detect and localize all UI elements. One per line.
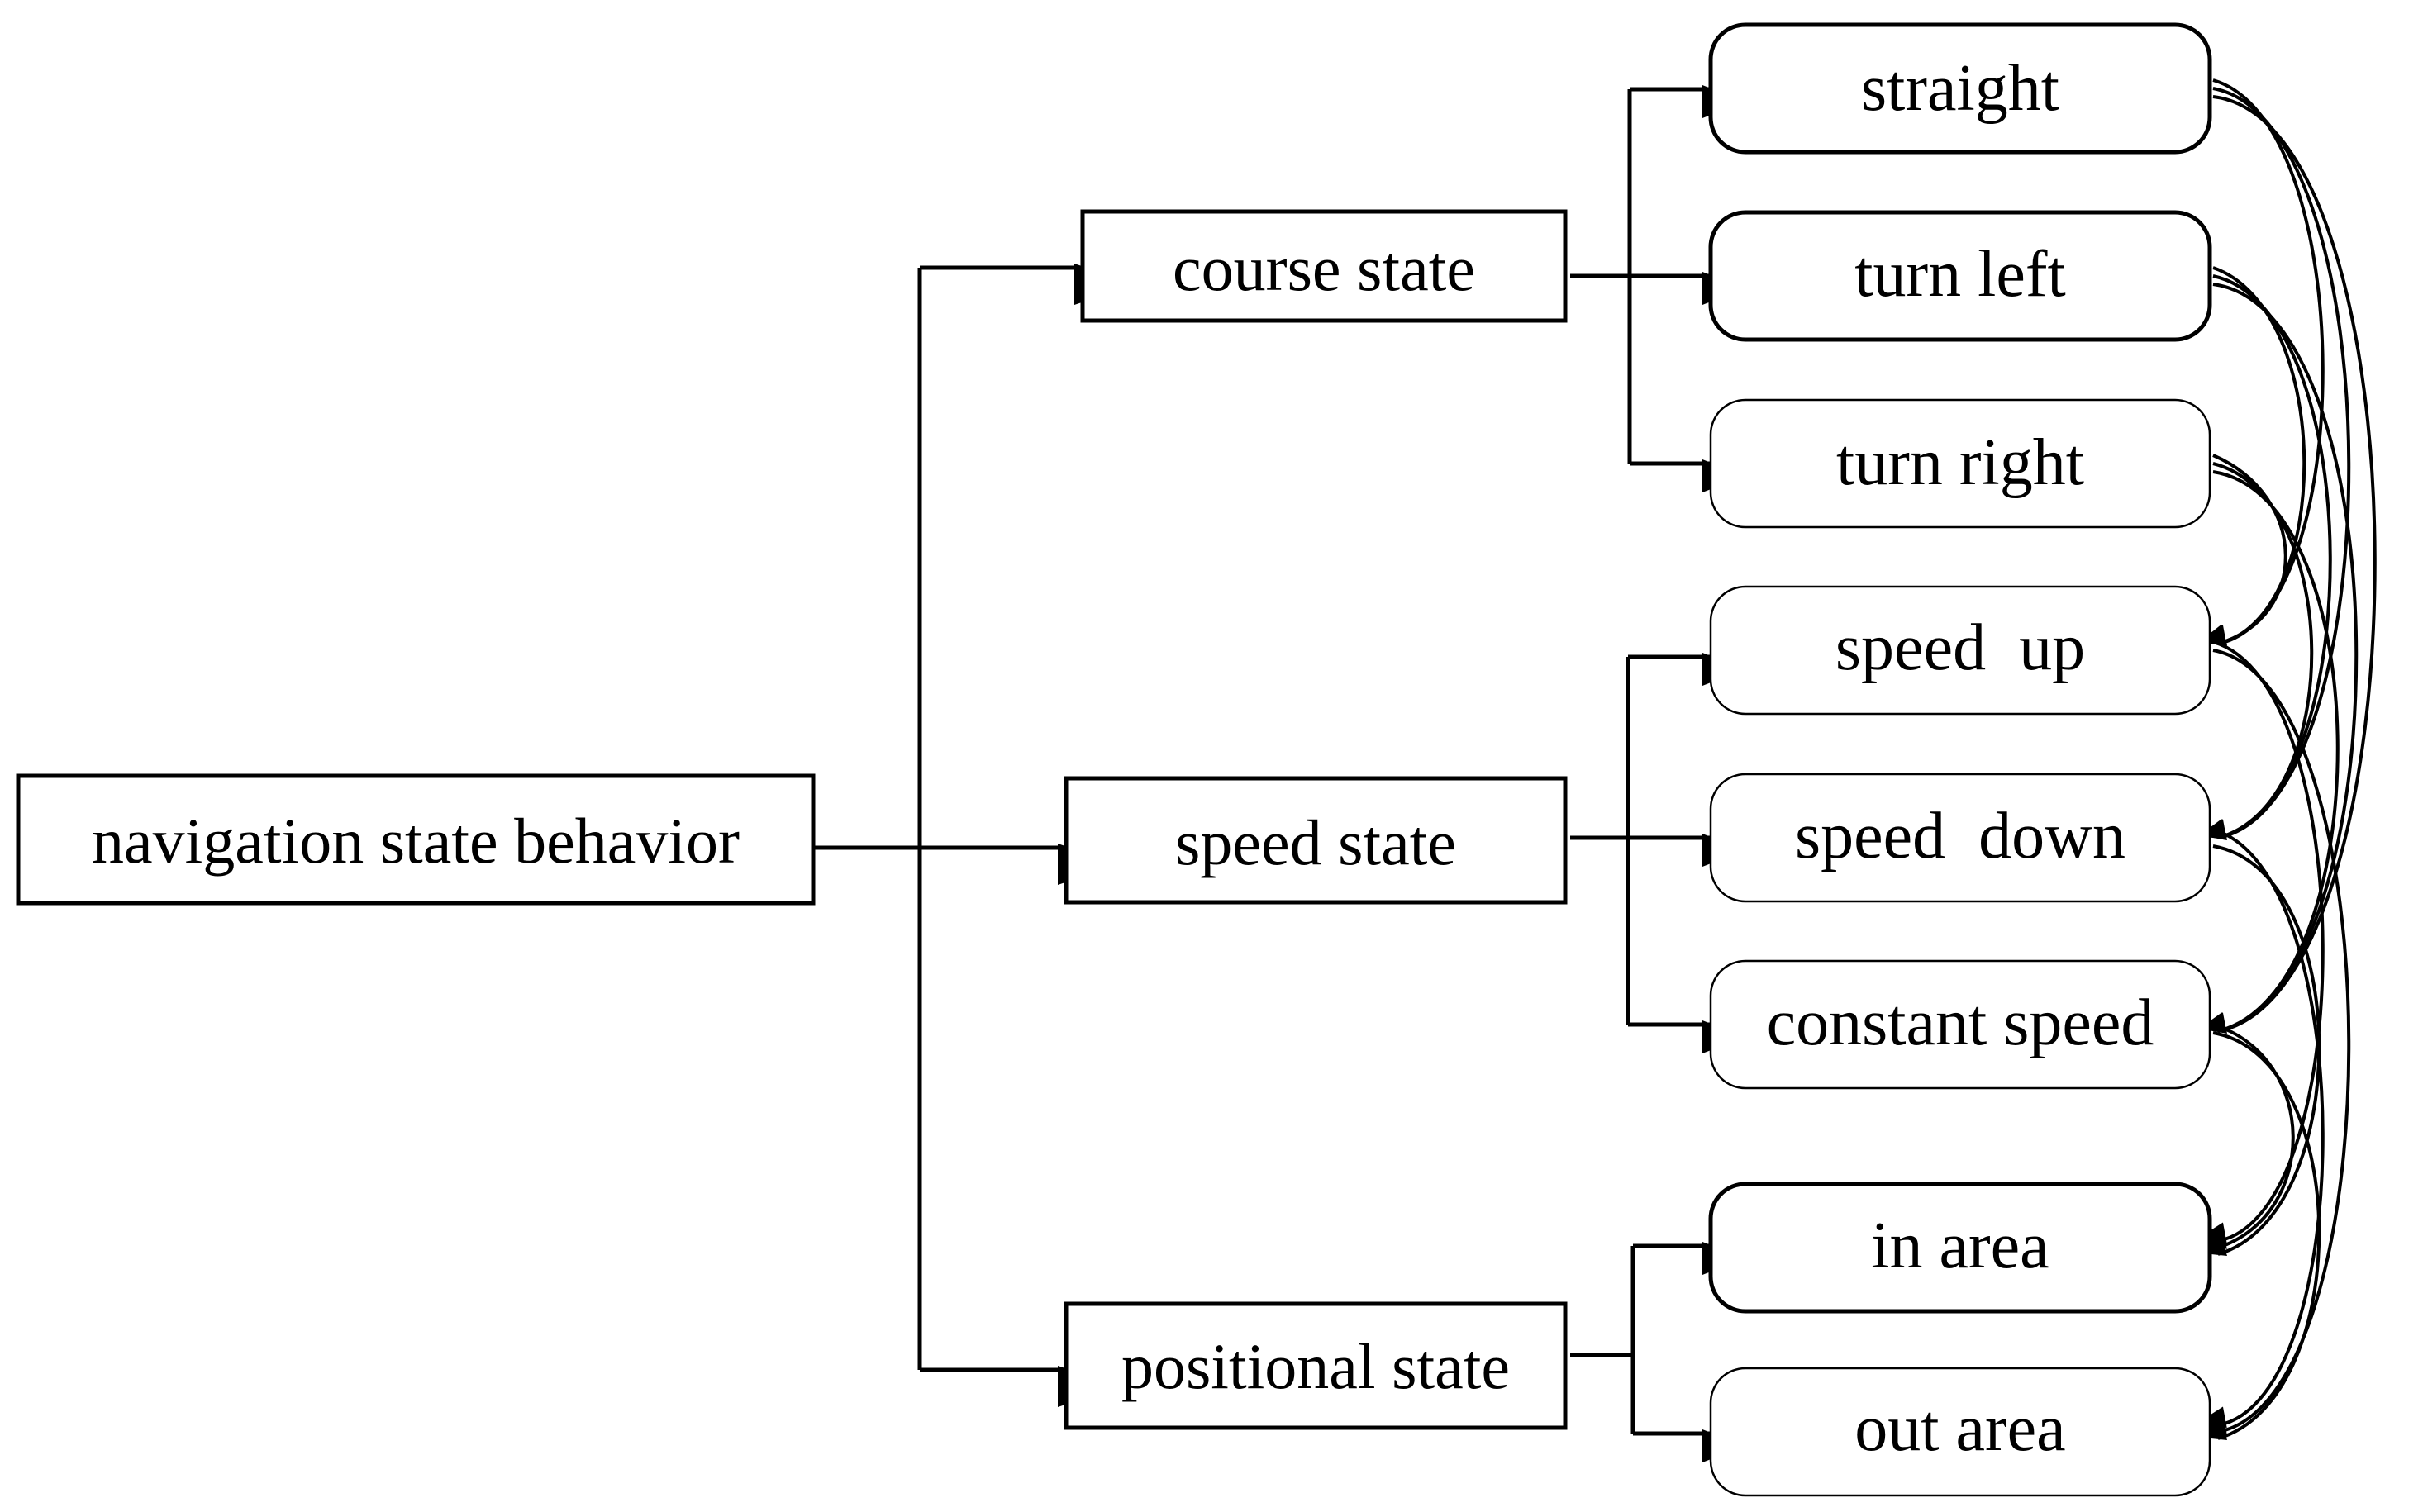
leaf-node-straight: straight [1708, 22, 2212, 155]
leaf-node-turn-left: turn left [1708, 210, 2212, 342]
transition-speed-down-to-out-area [2198, 828, 2325, 1429]
position-connectors [1570, 1242, 1745, 1462]
transition-speed-up-to-in-area [2198, 640, 2325, 1244]
leaf-label: turn right [1836, 426, 2084, 499]
leaf-label: straight [1861, 52, 2059, 125]
root-node: navigation state behavior [16, 773, 816, 906]
leaf-label: turn left [1854, 238, 2065, 311]
leaf-node-in-area: in area [1708, 1182, 2212, 1314]
root-label: navigation state behavior [92, 805, 740, 877]
transition-speed-up-to-out-area [2198, 649, 2351, 1435]
category-label: positional state [1121, 1330, 1510, 1402]
transition-turn-left-to-speed-down [2198, 274, 2332, 840]
category-label: speed state [1175, 806, 1456, 878]
leaf-label: speed up [1835, 611, 2085, 684]
transition-turn-left-to-speed-up [2198, 266, 2306, 646]
leaf-node-speed-down: speed down [1709, 773, 2211, 903]
transition-straight-to-speed-down [2198, 87, 2351, 841]
transition-constant-speed-to-out-area [2198, 1031, 2321, 1440]
transition-curves [2198, 78, 2377, 1440]
speed-connectors [1570, 653, 1745, 1053]
category-label: course state [1173, 232, 1475, 304]
transition-turn-right-to-constant-speed [2198, 470, 2340, 1034]
leaf-node-turn-right: turn right [1709, 398, 2211, 529]
category-node-course: course state [1080, 209, 1568, 323]
root-connectors [815, 264, 1136, 1407]
leaf-node-speed-up: speed up [1709, 585, 2211, 716]
transition-straight-to-constant-speed [2198, 95, 2377, 1034]
course-connectors [1570, 85, 1745, 492]
transition-straight-to-speed-up [2198, 78, 2325, 647]
category-node-speed: speed state [1064, 776, 1568, 905]
leaf-node-out-area: out area [1709, 1367, 2211, 1497]
leaf-label: in area [1871, 1210, 2049, 1282]
transition-turn-right-to-speed-down [2198, 462, 2314, 840]
leaf-label: speed down [1795, 800, 2125, 872]
leaf-label: out area [1854, 1392, 2065, 1465]
transition-turn-right-to-speed-up [2198, 454, 2287, 645]
transition-constant-speed-to-in-area [2198, 1023, 2295, 1249]
leaf-node-constant-speed: constant speed [1709, 959, 2211, 1090]
category-node-position: positional state [1064, 1301, 1568, 1430]
leaf-label: constant speed [1767, 987, 2154, 1059]
transition-speed-down-to-in-area [2198, 844, 2321, 1256]
